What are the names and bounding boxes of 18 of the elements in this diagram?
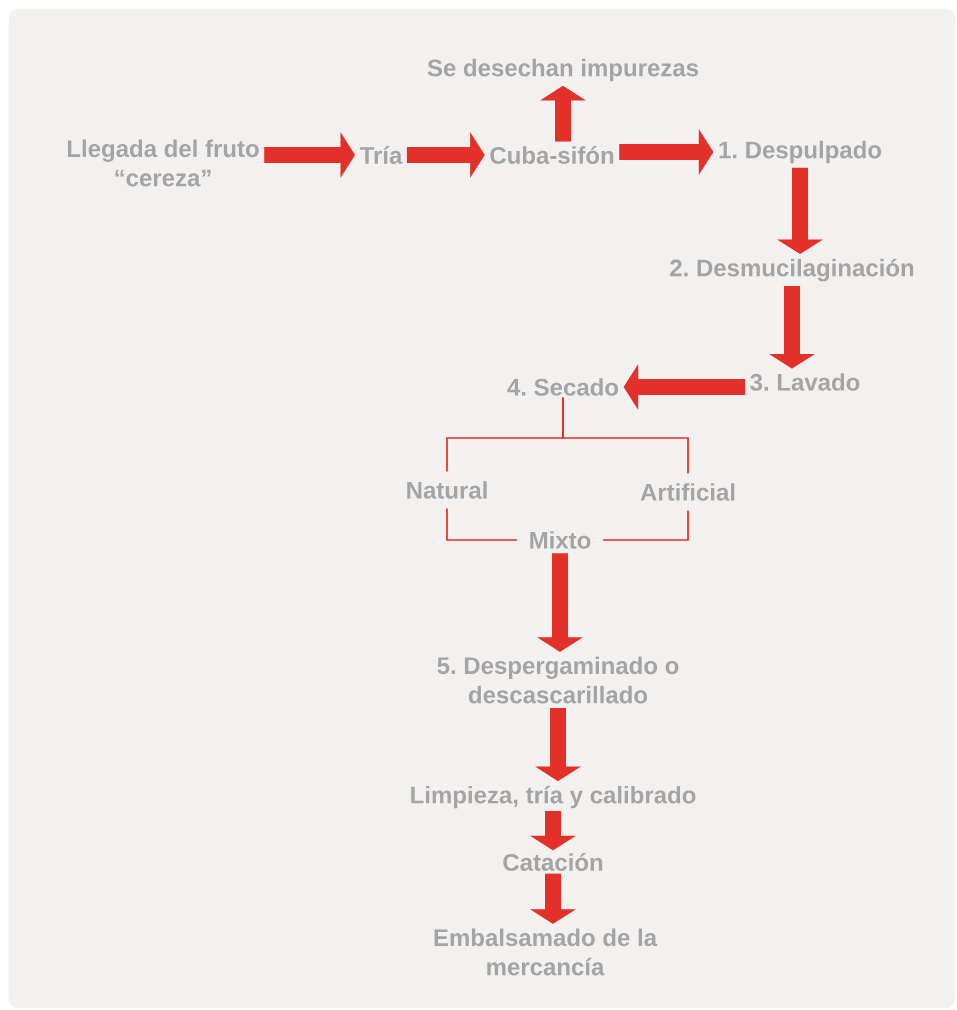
step-label: Tría: [359, 146, 403, 164]
step-label: Natural: [407, 481, 487, 499]
step-label: Se desechan impurezas: [427, 58, 699, 82]
step-label: 5. Despergaminado o descascarillado: [437, 656, 679, 704]
step-label: 3. Lavado: [750, 373, 860, 391]
step-label: 1. Despulpado: [719, 140, 882, 164]
step-label: 4. Secado: [507, 378, 619, 396]
connector-line: [602, 509, 689, 541]
step-label: Cuba-sifón: [490, 146, 614, 164]
step-label: 2. Desmucilaginación: [670, 258, 914, 282]
step-label: Llegada del fruto “cereza”: [67, 139, 259, 187]
step-label: Embalsamado de la mercancía: [434, 928, 658, 976]
step-label: Limpieza, tría y calibrado: [411, 785, 696, 809]
step-label: Mixto: [530, 531, 591, 549]
step-label: Catación: [503, 853, 603, 871]
connector-line: [562, 396, 689, 475]
connector-line: [446, 507, 518, 541]
step-label: Artificial: [640, 483, 735, 501]
